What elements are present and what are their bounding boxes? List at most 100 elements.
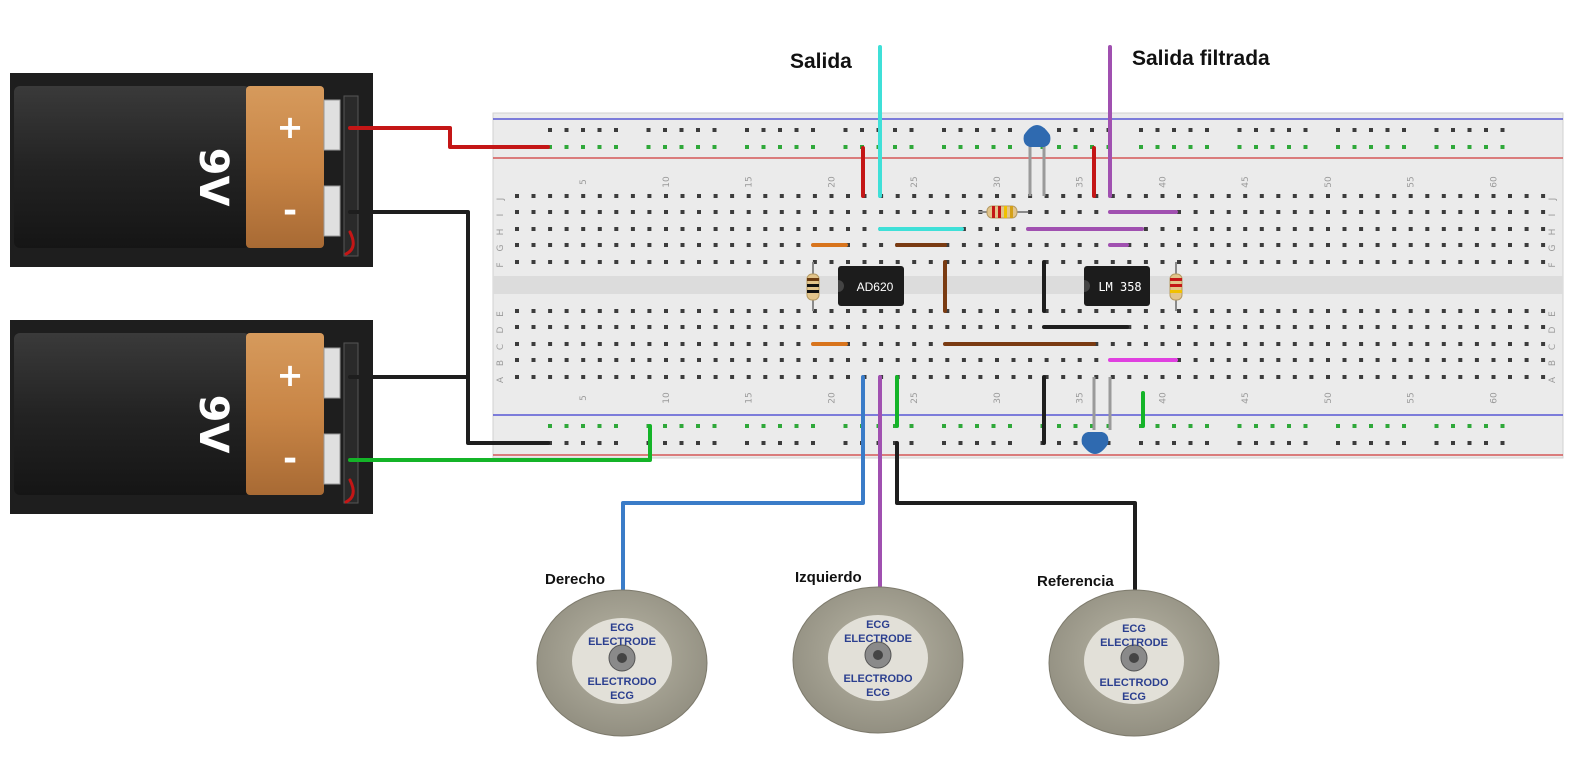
column-number: 50 [1324,392,1334,404]
column-number: 25 [910,392,920,403]
column-number: 40 [1159,392,1169,404]
column-number: 10 [662,176,672,188]
electrode-izquierdo-line4: ECG [866,687,890,699]
electrode-referencia-line4: ECG [1122,691,1146,703]
lm358-chip: LM 358 [1084,266,1150,306]
row-letter: J [496,198,506,202]
column-number: 35 [1076,392,1086,403]
battery-top-body [14,86,250,248]
ad620-chip-notch [838,280,844,292]
electrode-derecho-line3: ELECTRODO [587,676,657,688]
wire-red-battery-top-clip [344,230,355,256]
row-letter: D [1548,326,1558,333]
lm358-chip-notch [1084,280,1090,292]
ad620-chip: AD620 [838,266,904,306]
power-wires [344,126,652,504]
row-letter: I [496,214,506,217]
battery-bottom-plus: + [277,356,304,394]
row-letter: C [1548,344,1558,350]
column-number: 30 [993,392,1003,404]
lm358-chip-label: LM 358 [1098,280,1141,294]
row-letter: E [1548,311,1558,317]
row-letter: E [496,311,506,317]
column-number: 50 [1324,176,1334,188]
column-number: 25 [910,176,920,187]
battery-bottom-cap [246,333,324,495]
column-number: 15 [745,176,755,187]
column-number: 10 [662,392,672,404]
column-number: 55 [1407,392,1417,403]
column-number: 45 [1241,176,1251,187]
electrode-derecho-line1: ECG [610,622,634,634]
column-numbers: 5510101515202025253030353540404545505055… [579,176,1499,404]
label-salida: Salida [790,50,852,73]
wire-black-battery-negative [348,210,550,445]
row-letter: J [1548,198,1558,202]
column-number: 55 [1407,176,1417,187]
wire-green-battery-bottom [348,424,652,462]
row-letters: J J I I H H G G F F E E D D C C B B A A [496,198,1558,383]
electrode-derecho: ECG ELECTRODE ELECTRODO ECG [536,589,708,737]
electrode-referencia-line2: ELECTRODE [1100,637,1168,649]
column-number: 45 [1241,392,1251,403]
battery-top-minus: - [283,191,297,231]
row-letter: G [496,244,506,251]
resistor-amp-gain [806,262,820,311]
battery-bottom: + - 9V [10,320,373,514]
row-letter: A [496,376,506,383]
label-derecho: Derecho [545,571,605,588]
row-letter: F [496,262,506,267]
row-letter: A [1548,376,1558,383]
row-letter: H [496,229,506,236]
battery-top: + - 9V [10,73,373,267]
electrode-derecho-line2: ELECTRODE [588,636,656,648]
row-letter: C [496,344,506,350]
battery-top-label: 9V [190,148,236,207]
capacitor-bottom [1081,377,1112,454]
electrode-referencia: ECG ELECTRODE ELECTRODO ECG [1048,589,1220,737]
row-letter: B [1548,360,1558,366]
label-salida-filtrada: Salida filtrada [1132,47,1270,70]
column-number: 60 [1490,392,1500,404]
resistor-filter-top [978,205,1028,219]
battery-bottom-minus: - [283,439,297,479]
resistor-filter-right [1169,262,1183,311]
battery-bottom-label: 9V [190,395,236,454]
column-number: 35 [1076,176,1086,187]
column-number: 30 [993,176,1003,188]
electrode-referencia-line3: ELECTRODO [1099,677,1169,689]
breadboard: 5510101515202025253030353540404545505055… [492,112,1564,459]
center-channel [493,276,1563,294]
column-number: 5 [579,179,589,185]
breadboard-wires [811,45,1178,445]
label-izquierdo: Izquierdo [795,569,862,586]
electrode-referencia-line1: ECG [1122,623,1146,635]
column-number: 5 [579,395,589,401]
wire-red-battery-bottom-clip [344,478,355,504]
label-referencia: Referencia [1037,573,1114,590]
column-number: 60 [1490,176,1500,188]
column-number: 15 [745,392,755,403]
electrode-izquierdo-line2: ELECTRODE [844,633,912,645]
electrode-izquierdo: ECG ELECTRODE ELECTRODO ECG [792,586,964,734]
capacitor-top [1023,125,1051,196]
electrode-derecho-line4: ECG [610,690,634,702]
battery-bottom-body [14,333,250,495]
wire-red-battery-positive [348,126,550,149]
electrode-izquierdo-line3: ELECTRODO [843,673,913,685]
row-letter: B [496,360,506,366]
column-number: 20 [828,176,838,188]
column-number: 20 [828,392,838,404]
lm358-chip-body [1084,266,1150,306]
wire-black-referencia [895,441,1137,657]
row-letter: G [1548,244,1558,251]
ad620-chip-label: AD620 [857,280,894,294]
row-letter: F [1548,262,1558,267]
battery-top-cap [246,86,324,248]
wire-blue-derecho [621,375,865,657]
battery-top-plus: + [277,108,304,146]
row-letter: I [1548,214,1558,217]
row-letter: H [1548,229,1558,236]
row-letter: D [496,326,506,333]
